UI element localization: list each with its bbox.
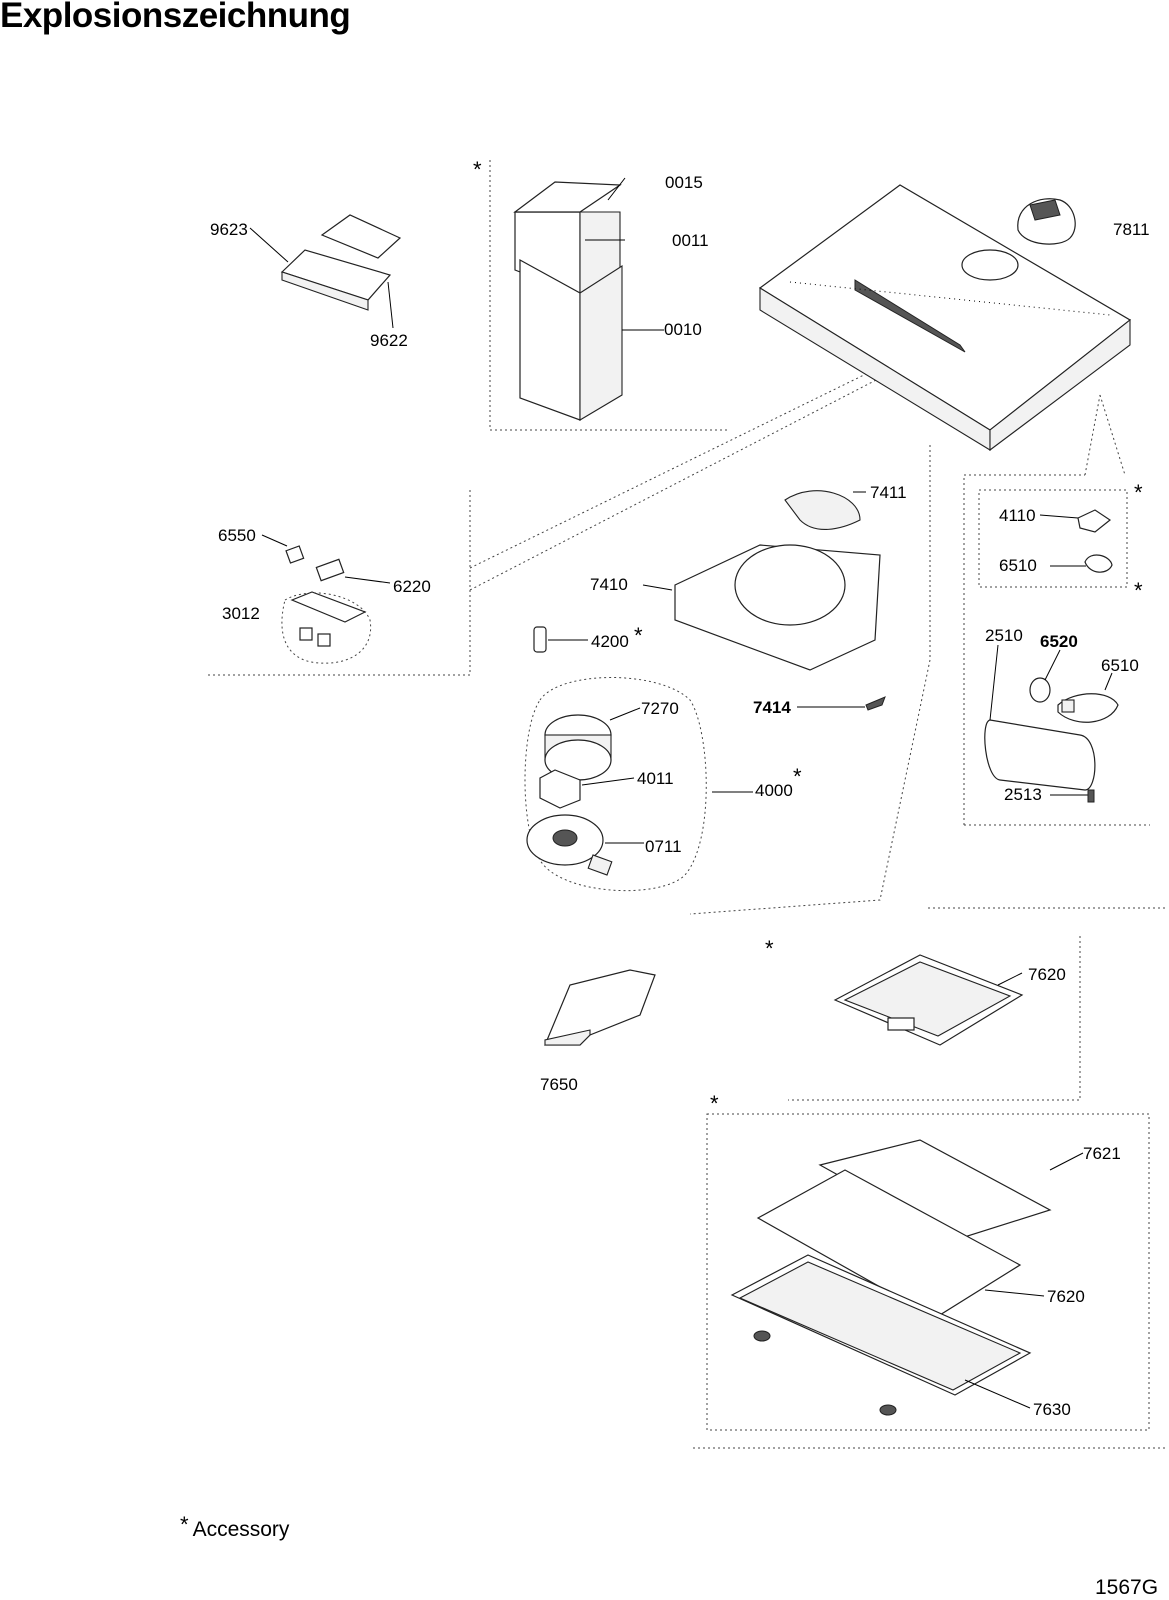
carbon-filter-7620 [833,954,1024,1046]
label-4200: 4200 [591,632,629,651]
hood-body [758,184,1132,452]
accessory-star: * [765,936,774,961]
control-panel-9623 [249,214,402,329]
label-6550: 6550 [218,526,256,545]
label-6510-upper: 6510 [999,556,1037,575]
switch-6550 [261,534,305,564]
hood-divider-line [689,445,1165,915]
accessory-note: *Accessory [180,1512,289,1542]
duct-adapter-7650 [544,969,656,1046]
bulb-6510 [1050,554,1113,573]
label-3012: 3012 [222,604,260,623]
drawing-code: 1567G [1095,1576,1159,1599]
label-6220: 6220 [393,577,431,596]
label-2513: 2513 [1004,785,1042,804]
lamp-socket-6520 [1029,649,1061,703]
label-7811: 7811 [1113,220,1150,239]
control-module-outline [281,592,372,664]
page-title: Explosionszeichnung [0,0,351,35]
chimney-group-box: * [473,157,728,431]
label-2510: 2510 [985,626,1023,645]
label-6520: 6520 [1040,632,1078,651]
label-4000: 4000 [755,781,793,800]
fan-wheel-7270 [544,707,641,781]
label-0015: 0015 [665,173,703,192]
lamp-group-box: * * [963,394,1150,826]
label-7621: 7621 [1083,1144,1121,1163]
switch-6220 [315,558,391,584]
grease-filter-group-box: * [693,1091,1165,1449]
capacitor-4200 [533,626,588,653]
label-7270: 7270 [641,699,679,718]
label-7411: 7411 [870,483,907,502]
accessory-star: * [634,623,643,648]
chimney-lower-part [519,239,664,421]
label-7414: 7414 [753,698,791,717]
lamp-holder-4110 [1039,509,1112,533]
label-4011: 4011 [637,769,674,788]
label-7630: 7630 [1033,1400,1071,1419]
label-0011: 0011 [672,231,709,250]
accessory-star: * [793,764,802,789]
label-9623: 9623 [210,220,248,239]
bracket-7414 [797,696,886,711]
filter-frame-7630 [730,1254,1032,1416]
accessory-star: * [1134,578,1143,603]
accessory-star: * [710,1091,719,1116]
filter-group-box: * [765,936,1081,1101]
label-4110: 4110 [999,506,1036,525]
label-7620-grease: 7620 [1047,1287,1085,1306]
label-7410: 7410 [590,575,628,594]
motor-cover-7811 [1017,198,1076,245]
label-9622: 9622 [370,331,408,350]
accessory-star: * [473,157,482,182]
label-0711: 0711 [645,837,682,856]
accessory-note-mark: * [180,1512,189,1537]
bulb-6510-lower [1057,672,1119,723]
screw-2513 [1050,789,1095,803]
accessory-note-text: Accessory [192,1518,290,1541]
label-7650: 7650 [540,1075,578,1094]
accessory-star: * [1134,480,1143,505]
motor-group-outline [524,677,707,892]
blower-housing-7410 [642,490,881,671]
control-module-3012 [290,591,367,647]
motor-4011 [539,769,635,809]
motor-plate-0711 [526,814,644,876]
lamp-cover-2510 [984,644,1096,791]
label-6510-lower: 6510 [1101,656,1139,675]
label-7620-carbon: 7620 [1028,965,1066,984]
label-0010: 0010 [664,320,702,339]
control-panel-group-box [205,371,881,676]
